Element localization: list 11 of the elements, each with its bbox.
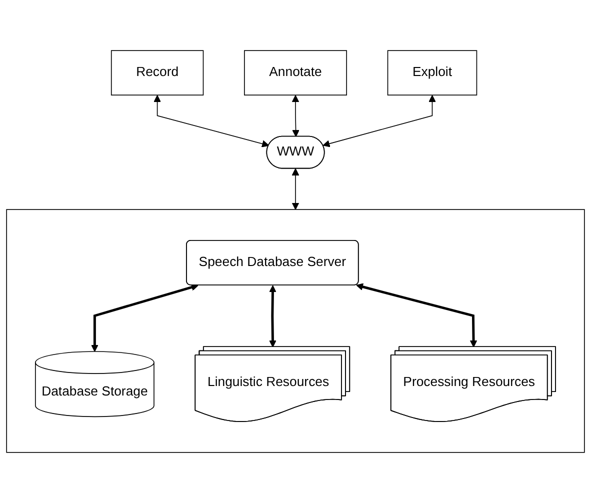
node-box: Annotate: [244, 50, 347, 96]
arrow: [292, 95, 300, 137]
arrow: [356, 283, 478, 348]
arrow: [91, 284, 198, 352]
node-box: Exploit: [387, 50, 478, 96]
arrow: [154, 95, 270, 148]
arrow: [269, 285, 276, 348]
cluster: [6, 209, 585, 453]
arrow: [292, 168, 300, 210]
arrow: [322, 95, 436, 148]
node-box: Record: [110, 50, 204, 96]
